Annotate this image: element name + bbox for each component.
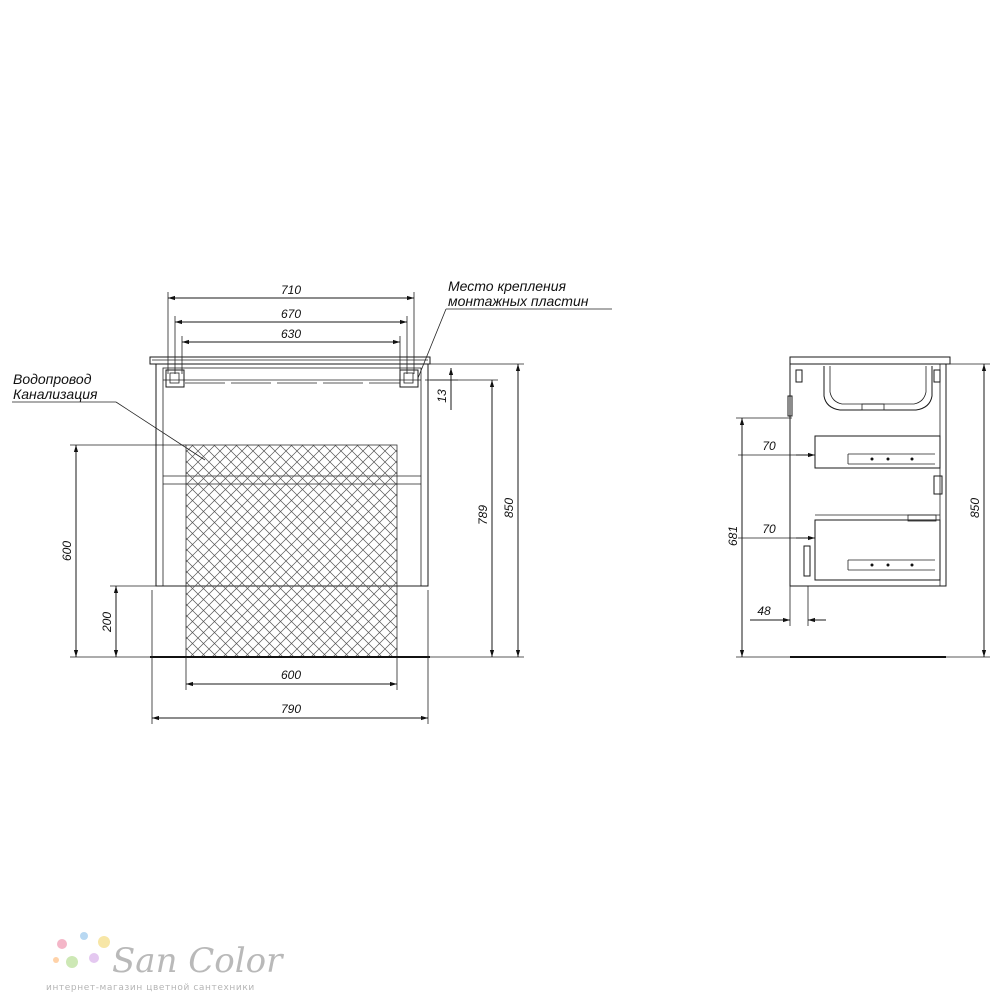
brand-dot bbox=[57, 939, 67, 949]
mounting-plate-right bbox=[399, 369, 419, 388]
brand-dot bbox=[53, 957, 59, 963]
side-view: 70 70 681 48 850 bbox=[726, 356, 990, 658]
dim-710: 710 bbox=[281, 283, 301, 297]
dim-789: 789 bbox=[476, 505, 490, 525]
pipes-label-line2: Канализация bbox=[13, 386, 98, 402]
side-upper-drawer bbox=[814, 435, 941, 469]
dim-850-front: 850 bbox=[502, 498, 516, 518]
brand-dots-icon bbox=[53, 932, 110, 968]
brand-dot bbox=[80, 932, 88, 940]
brand-dot bbox=[98, 936, 110, 948]
pipes-label-line1: Водопровод bbox=[13, 371, 92, 387]
dim-13: 13 bbox=[435, 389, 449, 403]
brand-tagline: интернет-магазин цветной сантехники bbox=[46, 983, 255, 993]
front-view: 710 670 630 Место крепления монтажных пл… bbox=[12, 278, 612, 724]
mount-label-line2: монтажных пластин bbox=[448, 293, 589, 309]
dim-850-side: 850 bbox=[968, 498, 982, 518]
front-countertop bbox=[149, 356, 431, 365]
dim-48: 48 bbox=[757, 604, 771, 618]
service-zone-hatch bbox=[185, 444, 398, 658]
mount-label-line1: Место крепления bbox=[448, 278, 567, 294]
brand-dot bbox=[89, 953, 99, 963]
dim-600-vertical: 600 bbox=[60, 541, 74, 561]
dim-681: 681 bbox=[726, 526, 740, 546]
brand-dot bbox=[66, 956, 78, 968]
dim-670: 670 bbox=[281, 307, 301, 321]
side-countertop bbox=[789, 356, 951, 365]
dim-200: 200 bbox=[100, 612, 114, 633]
dim-70-upper: 70 bbox=[762, 439, 776, 453]
mount-leader bbox=[417, 308, 447, 379]
dim-790: 790 bbox=[281, 702, 301, 716]
pipes-leader bbox=[115, 401, 206, 461]
brand-name: San Color bbox=[112, 941, 284, 981]
dim-600-horizontal: 600 bbox=[281, 668, 301, 682]
dim-70-lower: 70 bbox=[762, 522, 776, 536]
brand-watermark: San Color интернет-магазин цветной санте… bbox=[46, 932, 284, 993]
side-cabinet-body bbox=[789, 363, 947, 587]
side-lower-drawer bbox=[814, 519, 941, 581]
dim-630: 630 bbox=[281, 327, 301, 341]
